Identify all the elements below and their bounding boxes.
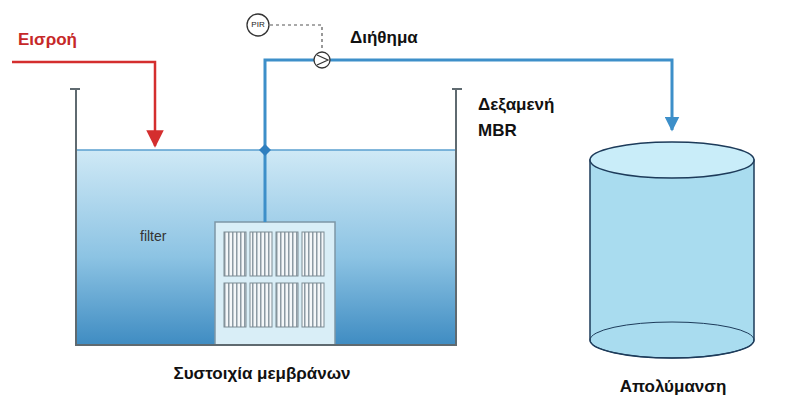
membrane-panel <box>250 232 272 276</box>
disinfection-tank: Απολύμανση <box>588 130 758 362</box>
membrane-panel <box>250 283 272 327</box>
membrane-label: Συστοιχία μεμβράνων <box>173 364 350 384</box>
membrane-panel <box>276 232 298 276</box>
pipe-label: Διήθημα <box>350 28 418 48</box>
inflow-arrow <box>12 62 155 146</box>
pump-symbol <box>314 52 330 68</box>
membrane-panel <box>302 232 324 276</box>
permeate-pipe <box>265 60 672 130</box>
mbr-tank: Δεξαμενή MBR <box>75 88 457 346</box>
membrane-module <box>215 222 335 345</box>
pir-sensor: PIR <box>246 13 270 37</box>
membrane-panel <box>302 283 324 327</box>
membrane-panel <box>224 283 246 327</box>
tank-name: Δεξαμενή MBR <box>478 92 578 145</box>
inflow-label: Εισροή <box>18 30 77 50</box>
sensor-tag: PIR <box>251 19 264 31</box>
control-line <box>270 25 322 51</box>
tank-name: Απολύμανση <box>588 374 758 400</box>
membrane-panel <box>276 283 298 327</box>
filter-label: filter <box>140 228 166 244</box>
cylinder-outline <box>588 130 758 362</box>
tank-outline <box>75 88 457 346</box>
membrane-panel <box>224 232 246 276</box>
pipe-junction <box>259 144 271 156</box>
